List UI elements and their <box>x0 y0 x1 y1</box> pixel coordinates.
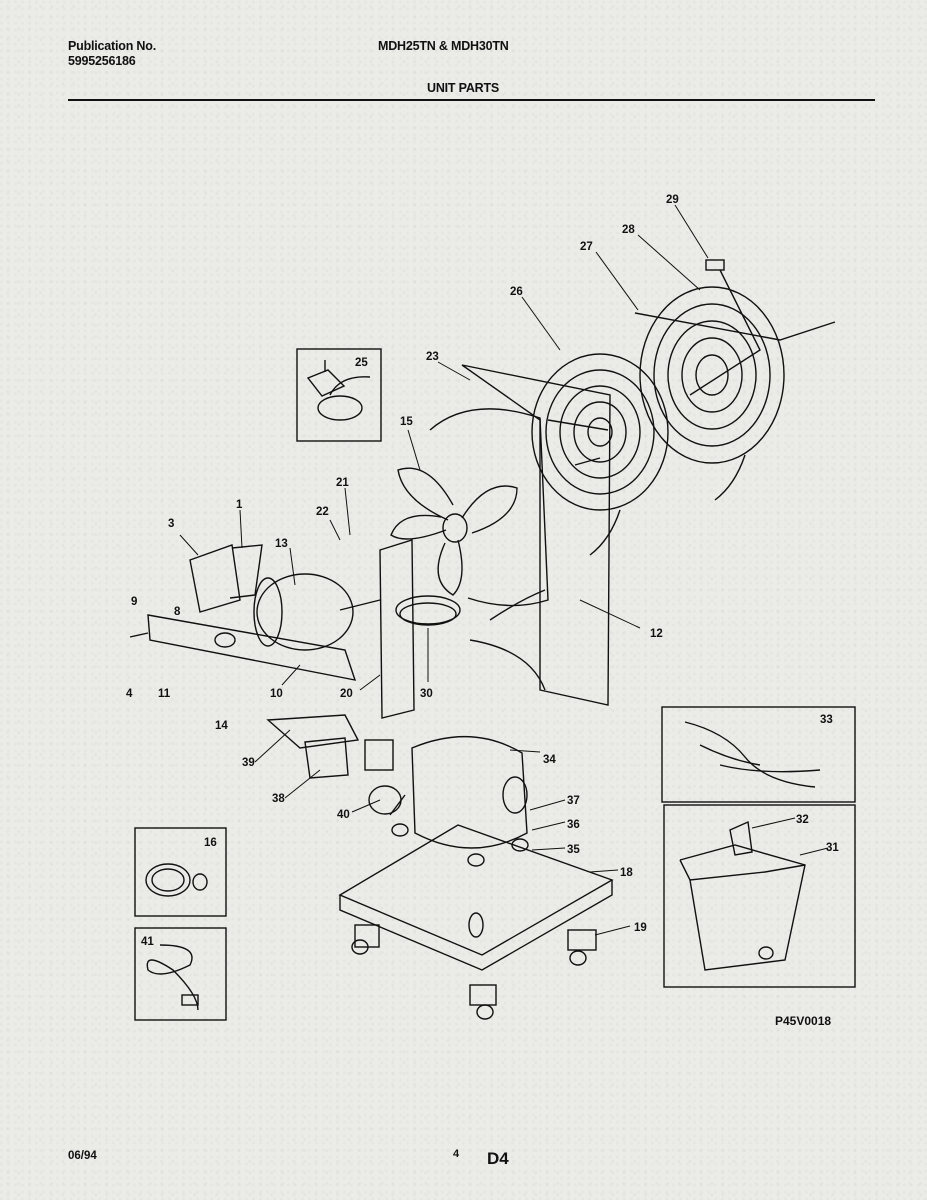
footer-date: 06/94 <box>68 1150 97 1162</box>
part-callouts: 1 3 4 8 9 10 11 12 13 14 15 16 18 19 20 … <box>126 194 839 948</box>
evaporator-coil <box>639 286 785 501</box>
header-rule <box>68 99 875 101</box>
footer-page-number: 4 <box>453 1148 460 1160</box>
inset-box-33 <box>661 706 856 803</box>
callout-10: 10 <box>270 688 283 700</box>
callout-21: 21 <box>336 477 349 489</box>
inset-box-41 <box>134 927 227 1021</box>
callout-39: 39 <box>242 757 255 769</box>
callout-13: 13 <box>275 538 288 550</box>
callout-15: 15 <box>400 416 413 428</box>
callout-27: 27 <box>580 241 593 253</box>
fan-motor <box>253 573 381 651</box>
callout-29: 29 <box>666 194 679 206</box>
callout-22: 22 <box>316 506 329 518</box>
callout-11: 11 <box>158 688 171 700</box>
callout-32: 32 <box>796 814 809 826</box>
callout-9: 9 <box>131 596 137 608</box>
callout-16: 16 <box>204 837 217 849</box>
model-numbers: MDH25TN & MDH30TN <box>378 39 509 53</box>
switch-bracket <box>189 544 263 613</box>
callout-12: 12 <box>650 628 663 640</box>
callout-31: 31 <box>826 842 839 854</box>
callout-36: 36 <box>567 819 580 831</box>
callout-19: 19 <box>634 922 647 934</box>
footer-section-code: D4 <box>487 1149 509 1168</box>
control-panel <box>129 614 357 681</box>
callout-23: 23 <box>426 351 439 363</box>
figure-code: P45V0018 <box>775 1014 832 1028</box>
callout-30: 30 <box>420 688 433 700</box>
callout-20: 20 <box>340 688 353 700</box>
callout-1: 1 <box>236 499 243 511</box>
publication-number: 5995256186 <box>68 54 136 68</box>
condenser-coil <box>531 353 669 556</box>
casters <box>351 924 597 1020</box>
support-brackets <box>379 539 546 719</box>
callout-38: 38 <box>272 793 285 805</box>
blower-housing <box>429 364 611 706</box>
leader-lines <box>179 204 829 936</box>
coil-bracket <box>634 259 836 396</box>
publication-label: Publication No. <box>68 39 156 53</box>
callout-14: 14 <box>215 720 228 732</box>
callout-35: 35 <box>567 844 580 856</box>
section-title: UNIT PARTS <box>427 81 500 95</box>
callout-33: 33 <box>820 714 833 726</box>
callout-18: 18 <box>620 867 633 879</box>
relay-overload <box>266 714 402 815</box>
callout-25: 25 <box>355 357 368 369</box>
inset-box-16 <box>134 827 227 917</box>
inset-box-25 <box>296 348 382 442</box>
callout-26: 26 <box>510 286 523 298</box>
callout-34: 34 <box>543 754 556 766</box>
callout-3: 3 <box>168 518 174 530</box>
callout-41: 41 <box>141 936 154 948</box>
callout-40: 40 <box>337 809 350 821</box>
callout-28: 28 <box>622 224 635 236</box>
callout-8: 8 <box>174 606 181 618</box>
fan-blade <box>390 467 518 596</box>
compressor <box>389 735 528 849</box>
callout-4: 4 <box>126 688 133 700</box>
base-plate <box>338 823 614 971</box>
callout-37: 37 <box>567 795 580 807</box>
inset-box-31 <box>663 804 856 988</box>
